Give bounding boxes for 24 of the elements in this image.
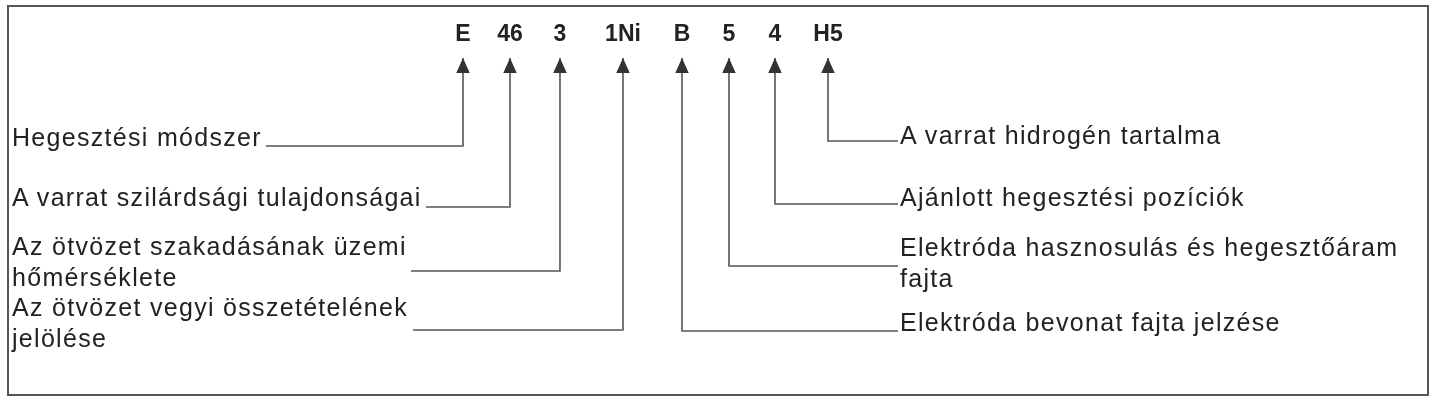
description-text: Az ötvözet szakadásának üzemi hőmérséklete xyxy=(12,231,409,293)
designation-code: B xyxy=(673,20,691,46)
designation-code: 1Ni xyxy=(605,20,641,46)
description-text: Az ötvözet vegyi összetételének jelölése xyxy=(12,292,411,354)
designation-code: 46 xyxy=(497,20,523,46)
description-text: Hegesztési módszer xyxy=(12,122,264,153)
leader-arrow xyxy=(265,57,470,147)
leader-arrow xyxy=(425,57,517,208)
leader-arrow xyxy=(821,57,899,142)
designation-code: 5 xyxy=(722,20,736,46)
designation-code: 4 xyxy=(768,20,782,46)
designation-code: H5 xyxy=(813,20,843,46)
leader-arrow xyxy=(768,57,899,205)
leader-arrow xyxy=(675,57,899,332)
description-text: A varrat szilárdsági tulajdonságai xyxy=(12,182,424,213)
designation-code: 3 xyxy=(553,20,567,46)
description-text: A varrat hidrogén tartalma xyxy=(900,120,1224,151)
leader-arrow xyxy=(412,57,630,331)
leader-arrow xyxy=(410,57,567,272)
description-text: Ajánlott hegesztési pozíciók xyxy=(900,182,1247,213)
leader-arrow xyxy=(722,57,899,267)
description-text: Elektróda hasznosulás és hegesztőáram fajta xyxy=(900,232,1401,294)
description-text: Elektróda bevonat fajta jelzése xyxy=(900,307,1283,338)
designation-code: E xyxy=(455,20,471,46)
